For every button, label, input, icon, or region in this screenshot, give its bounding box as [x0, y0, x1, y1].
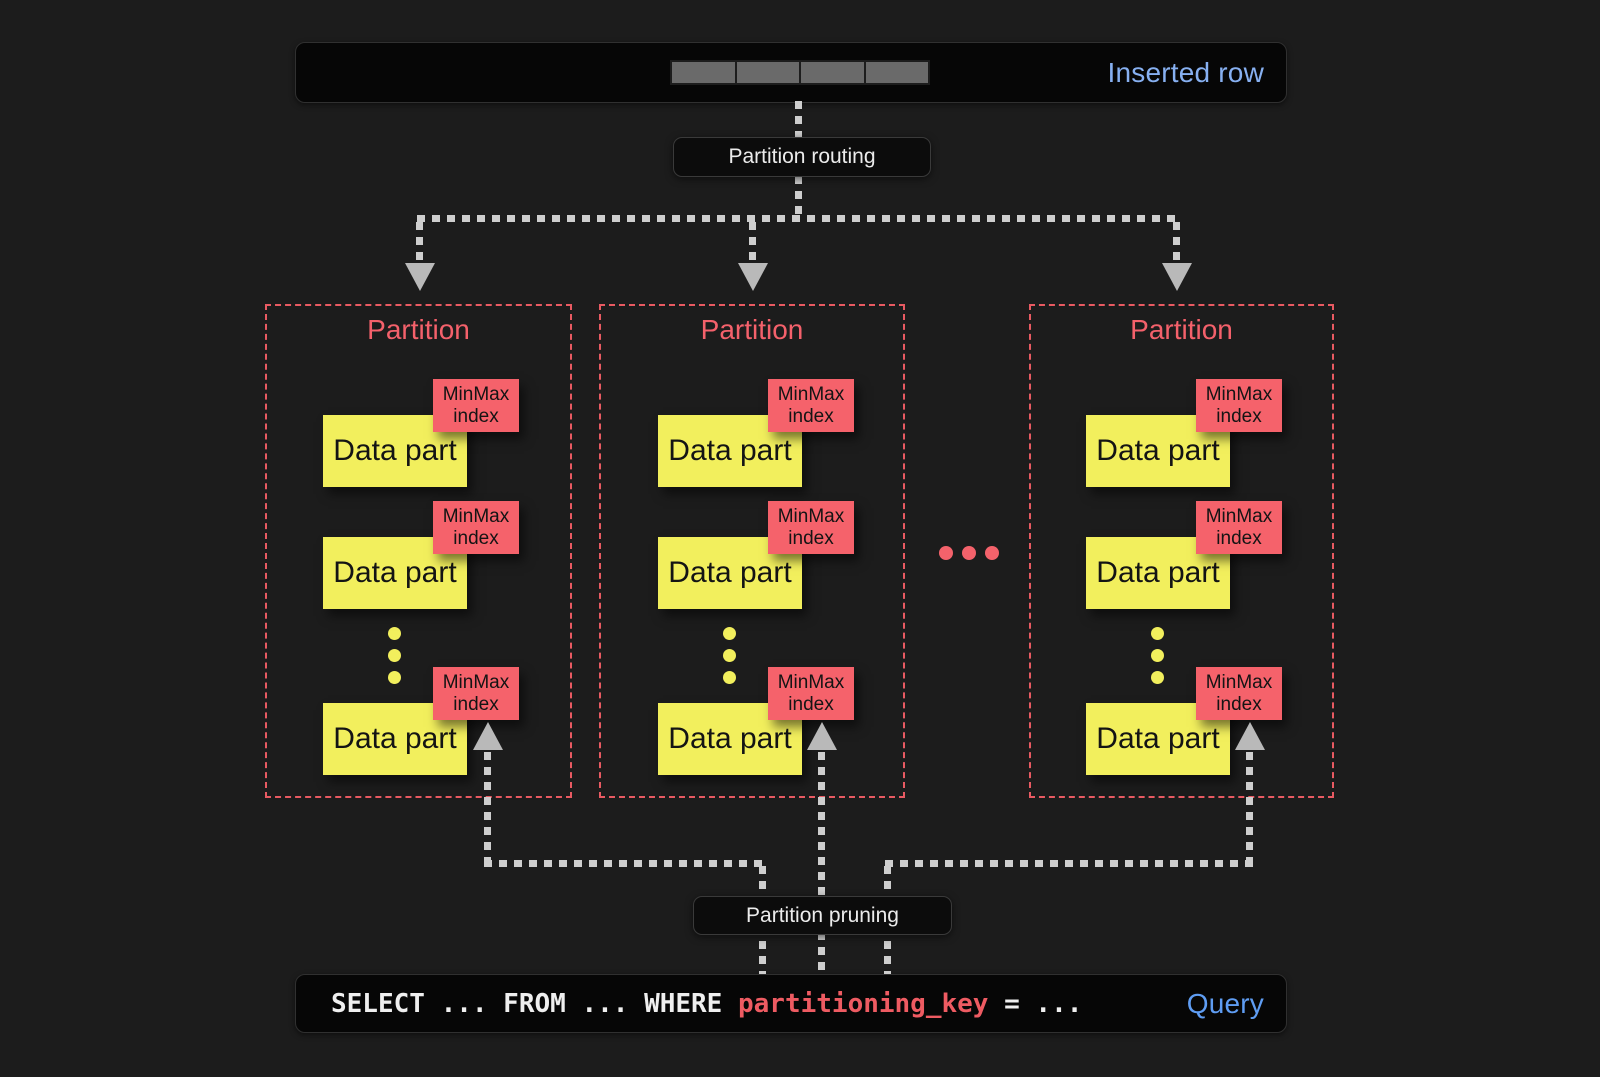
data-part-box: Data part [658, 415, 802, 487]
minmax-index-tag: MinMax index [1196, 501, 1282, 554]
routing-branch-line [417, 215, 1182, 222]
data-part-group: MinMax index Data part [323, 667, 519, 775]
minmax-index-tag: MinMax index [1196, 667, 1282, 720]
data-part-box: Data part [1086, 537, 1230, 609]
minmax-line: index [1216, 527, 1262, 549]
routing-drop-line-2 [749, 222, 756, 264]
minmax-line: index [788, 527, 834, 549]
row-cell [801, 62, 864, 83]
routing-drop-line-1 [416, 222, 423, 264]
query-panel: SELECT ... FROM ... WHERE partitioning_k… [295, 974, 1287, 1033]
minmax-index-tag: MinMax index [1196, 379, 1282, 432]
minmax-line: MinMax [442, 671, 510, 693]
minmax-index-tag: MinMax index [768, 379, 854, 432]
minmax-line: index [453, 527, 499, 549]
pruning-line-2 [818, 752, 825, 974]
routing-drop-line-3 [1173, 222, 1180, 264]
pruning-branch-line-left [484, 860, 766, 867]
minmax-line: MinMax [777, 383, 845, 405]
minmax-line: index [1216, 405, 1262, 427]
minmax-index-tag: MinMax index [768, 667, 854, 720]
minmax-line: MinMax [1205, 671, 1273, 693]
down-arrow-icon [738, 263, 768, 291]
more-partitions-ellipsis-icon [939, 546, 999, 560]
partition-title: Partition [367, 314, 470, 345]
up-arrow-icon [473, 722, 503, 750]
minmax-line: MinMax [1205, 505, 1273, 527]
partition-box-3: Partition MinMax index Data part MinMax … [1029, 304, 1334, 798]
partition-routing-label: Partition routing [728, 145, 876, 168]
pruning-branch-line-right [885, 860, 1253, 867]
minmax-line: index [1216, 693, 1262, 715]
more-parts-ellipsis-icon [723, 627, 736, 684]
row-cell [736, 62, 799, 83]
minmax-line: index [788, 693, 834, 715]
sql-prefix: SELECT ... FROM ... WHERE [331, 988, 738, 1019]
minmax-line: MinMax [777, 505, 845, 527]
minmax-line: index [788, 405, 834, 427]
pruning-line-3 [1246, 752, 1253, 866]
minmax-line: index [453, 405, 499, 427]
data-part-box: Data part [1086, 703, 1230, 775]
minmax-line: index [453, 693, 499, 715]
minmax-index-tag: MinMax index [768, 501, 854, 554]
down-arrow-icon [405, 263, 435, 291]
minmax-index-tag: MinMax index [433, 379, 519, 432]
data-part-group: MinMax index Data part [1086, 667, 1282, 775]
partition-routing-chip: Partition routing [673, 137, 931, 177]
data-part-group: MinMax index Data part [1086, 379, 1282, 487]
minmax-line: MinMax [442, 505, 510, 527]
partition-pruning-chip: Partition pruning [693, 896, 952, 935]
partition-box-2: Partition MinMax index Data part MinMax … [599, 304, 905, 798]
data-part-box: Data part [323, 703, 467, 775]
sql-statement: SELECT ... FROM ... WHERE partitioning_k… [331, 989, 1082, 1019]
data-part-box: Data part [658, 703, 802, 775]
sql-suffix: = ... [988, 988, 1083, 1019]
sql-partitioning-key: partitioning_key [738, 988, 989, 1019]
partition-title: Partition [700, 314, 804, 345]
down-arrow-icon [1162, 263, 1192, 291]
partition-box-1: Partition MinMax index Data part MinMax … [265, 304, 572, 798]
data-part-group: MinMax index Data part [1086, 501, 1282, 609]
data-part-group: MinMax index Data part [658, 379, 854, 487]
more-parts-ellipsis-icon [388, 627, 401, 684]
partition-title: Partition [1130, 314, 1233, 345]
inserted-row-label: Inserted row [1107, 56, 1264, 88]
query-label: Query [1186, 987, 1264, 1019]
row-cell [865, 62, 928, 83]
row-cell [672, 62, 735, 83]
pruning-line-1 [484, 752, 491, 866]
minmax-line: MinMax [442, 383, 510, 405]
up-arrow-icon [807, 722, 837, 750]
up-arrow-icon [1235, 722, 1265, 750]
data-part-group: MinMax index Data part [658, 501, 854, 609]
data-part-group: MinMax index Data part [323, 501, 519, 609]
inserted-row-cells [670, 60, 930, 85]
inserted-row-panel: Inserted row [295, 42, 1287, 103]
minmax-index-tag: MinMax index [433, 667, 519, 720]
minmax-index-tag: MinMax index [433, 501, 519, 554]
more-parts-ellipsis-icon [1151, 627, 1164, 684]
partition-pruning-label: Partition pruning [746, 903, 899, 927]
data-part-group: MinMax index Data part [658, 667, 854, 775]
data-part-group: MinMax index Data part [323, 379, 519, 487]
minmax-line: MinMax [777, 671, 845, 693]
minmax-line: MinMax [1205, 383, 1273, 405]
